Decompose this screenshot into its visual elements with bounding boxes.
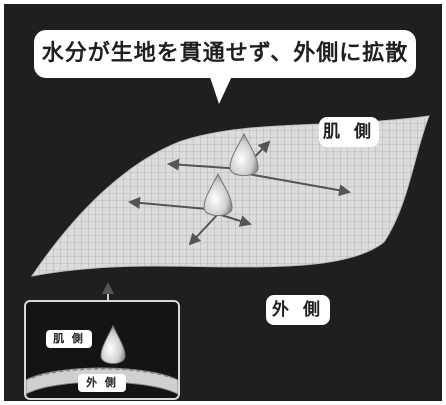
title-callout bbox=[34, 30, 416, 78]
water-droplet-icon bbox=[229, 132, 259, 176]
diagram-title: 水分が生地を貫通せず、外側に拡散 bbox=[41, 41, 409, 66]
inset-outer-side-label: 外 側 bbox=[78, 374, 126, 392]
title-callout-tail bbox=[209, 74, 233, 104]
skin-side-label: 肌 側 bbox=[319, 117, 379, 147]
cross-section-inset: 肌 側 外 側 bbox=[24, 300, 180, 400]
inset-skin-side-label: 肌 側 bbox=[46, 330, 92, 348]
outer-side-label: 外 側 bbox=[266, 295, 330, 325]
fabric-sheet bbox=[30, 115, 430, 277]
diagram-panel: 水分が生地を貫通せず、外側に拡散 肌 側 外 側 肌 側 外 側 bbox=[4, 4, 442, 401]
water-droplet-icon bbox=[203, 172, 233, 216]
water-droplet-icon bbox=[100, 324, 126, 364]
